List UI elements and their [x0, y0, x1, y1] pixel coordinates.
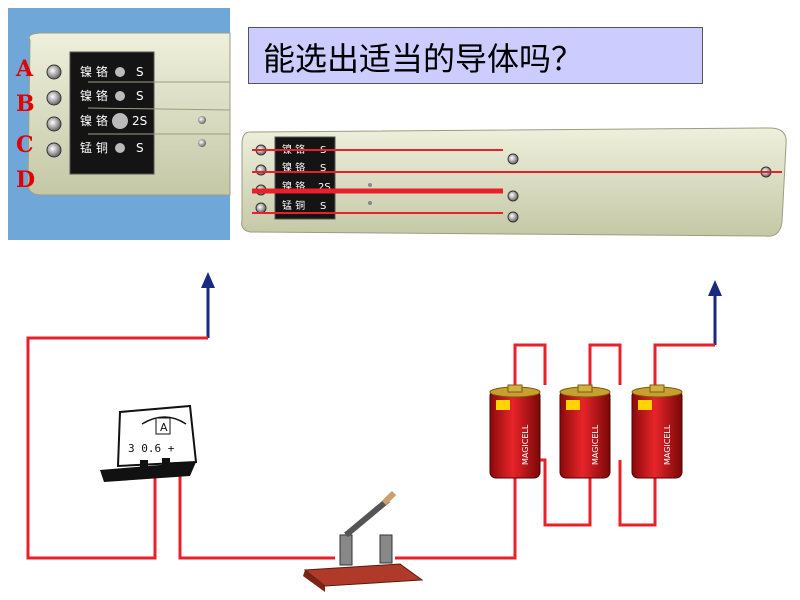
plate-row-3-material: 镍 铬 [80, 113, 108, 128]
plate-row-4-size: S [136, 141, 144, 155]
large-plate-row-3-size: 2S [318, 182, 331, 193]
large-plate-row-4-material: 锰 铜 [282, 199, 305, 212]
page-title: 能选出适当的导体吗？ [263, 40, 584, 78]
plate-row-2-material: 镍 铬 [80, 88, 108, 103]
battery-3-label: MAGICELL [663, 424, 672, 465]
arrow-left-up [201, 272, 215, 338]
wire-label-a: A [15, 56, 34, 82]
circuit-wires [26, 336, 715, 560]
plate-row-1-material: 镍 铬 [80, 64, 108, 79]
knife-switch [303, 490, 424, 592]
battery-2-label: MAGICELL [591, 424, 600, 465]
large-plate-row-2-size: S [320, 163, 326, 174]
title-banner: 能选出适当的导体吗？ [248, 27, 703, 84]
wire-label-c: C [16, 132, 34, 158]
wire-label-b: B [16, 91, 35, 117]
battery-1: MAGICELL [489, 384, 541, 479]
ammeter-face-label: A [160, 421, 168, 434]
battery-3: MAGICELL [631, 384, 683, 479]
resistance-board-photo: 镍 铬 S 镍 铬 S 镍 铬 2S 锰 铜 S A B C D [8, 8, 231, 240]
plate-row-2-size: S [136, 89, 144, 103]
ammeter: A 3 0.6 + [100, 404, 198, 482]
plate-row-3-size: 2S [132, 114, 147, 128]
battery-2: MAGICELL [559, 384, 611, 479]
large-plate-row-2-material: 镍 铬 [282, 161, 305, 174]
battery-1-label: MAGICELL [521, 424, 530, 465]
plate-row-4-material: 锰 铜 [80, 140, 108, 155]
arrow-right-up [708, 280, 722, 345]
plate-row-1-size: S [136, 65, 144, 79]
large-plate-row-4-size: S [320, 201, 326, 212]
ammeter-scale-text: 3 0.6 + [128, 442, 175, 455]
resistance-board-large: 镍 铬 镍 铬 镍 铬 锰 铜 S S 2S S [241, 127, 787, 237]
wire-label-d: D [16, 167, 35, 193]
